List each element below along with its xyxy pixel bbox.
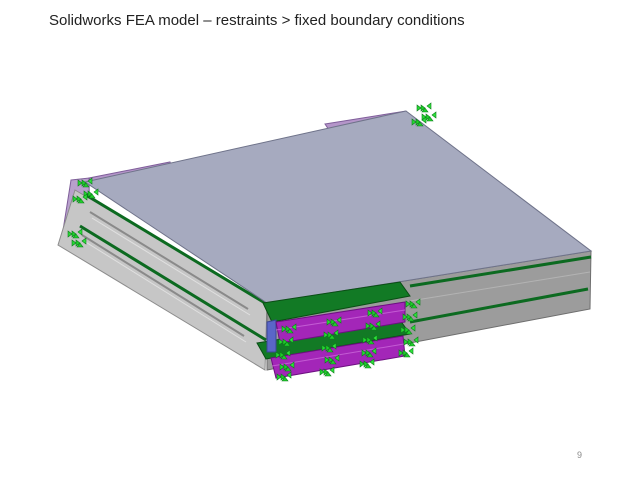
top-face: [83, 110, 593, 304]
page-number: 9: [577, 450, 583, 460]
green-layer: [262, 281, 411, 323]
slide-title: Solidworks FEA model – restraints > fixe…: [49, 12, 465, 29]
